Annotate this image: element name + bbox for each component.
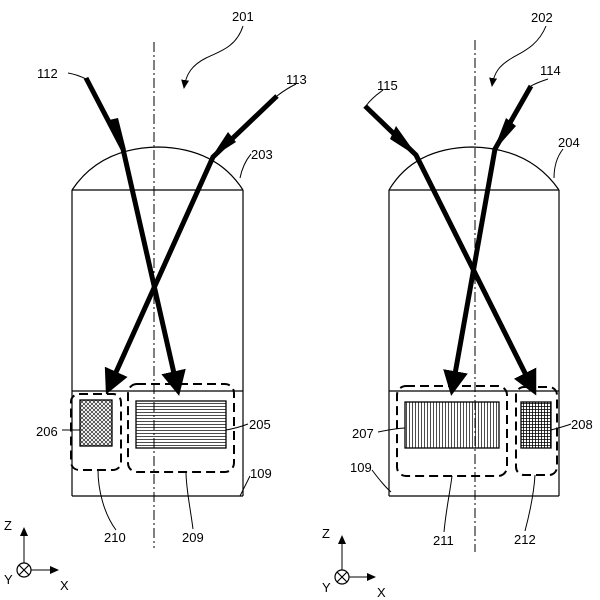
leader-115 bbox=[365, 89, 384, 107]
axis-label-y-right: Y bbox=[322, 580, 331, 595]
leader-205 bbox=[225, 423, 249, 431]
label-109-left: 109 bbox=[250, 466, 272, 481]
leader-209 bbox=[185, 471, 194, 530]
leader-203 bbox=[239, 153, 252, 179]
label-114: 114 bbox=[540, 63, 561, 78]
leader-112 bbox=[67, 72, 87, 80]
leader-109a bbox=[239, 475, 251, 497]
label-204: 204 bbox=[558, 135, 580, 150]
pointer-201 bbox=[181, 25, 244, 89]
label-205: 205 bbox=[249, 417, 271, 432]
label-202: 202 bbox=[531, 10, 553, 25]
axes-left: Z Y X bbox=[4, 518, 69, 593]
beam-114-arrowhead bbox=[493, 118, 516, 152]
label-212: 212 bbox=[514, 532, 536, 547]
label-109-right: 109 bbox=[350, 460, 372, 475]
label-208: 208 bbox=[571, 417, 593, 432]
assembly-201 bbox=[62, 25, 297, 548]
lens-203 bbox=[71, 146, 244, 191]
leader-113 bbox=[276, 83, 297, 97]
axis-label-y-left: Y bbox=[4, 572, 13, 587]
label-206: 206 bbox=[36, 424, 58, 439]
pointer-202 bbox=[489, 25, 547, 87]
leader-109b bbox=[371, 469, 392, 493]
detector-206 bbox=[79, 399, 113, 447]
label-112: 112 bbox=[37, 66, 58, 81]
detector-208 bbox=[520, 401, 552, 449]
beam-113-arrowhead bbox=[211, 132, 236, 158]
axis-label-z-right: Z bbox=[322, 526, 330, 541]
beam-112 bbox=[83, 76, 186, 396]
beam-112-arrowhead bbox=[109, 118, 126, 150]
label-115: 115 bbox=[377, 78, 398, 93]
beam-113 bbox=[104, 94, 279, 395]
label-207: 207 bbox=[352, 426, 374, 441]
assembly-202 bbox=[363, 25, 572, 552]
detector-207 bbox=[404, 401, 500, 449]
axis-label-z-left: Z bbox=[4, 518, 12, 533]
lens-204 bbox=[388, 146, 560, 191]
label-201: 201 bbox=[232, 9, 254, 24]
axes-right: Z Y X bbox=[322, 526, 386, 600]
leader-211 bbox=[443, 475, 453, 533]
label-210: 210 bbox=[104, 530, 126, 545]
leader-212 bbox=[524, 474, 536, 532]
leader-207 bbox=[377, 427, 406, 433]
leader-208 bbox=[550, 423, 572, 431]
axis-label-x-right: X bbox=[377, 585, 386, 600]
detector-205 bbox=[135, 400, 227, 449]
group-212 bbox=[515, 386, 558, 476]
beam-114 bbox=[443, 84, 534, 396]
label-211: 211 bbox=[433, 533, 454, 548]
label-203: 203 bbox=[251, 147, 273, 162]
beam-115-arrowhead bbox=[390, 126, 418, 157]
label-209: 209 bbox=[182, 530, 204, 545]
group-210 bbox=[70, 393, 122, 471]
axis-label-x-left: X bbox=[60, 578, 69, 593]
leader-204 bbox=[553, 148, 564, 179]
leader-210 bbox=[97, 469, 117, 531]
leader-114 bbox=[530, 78, 549, 87]
label-113: 113 bbox=[286, 72, 307, 87]
